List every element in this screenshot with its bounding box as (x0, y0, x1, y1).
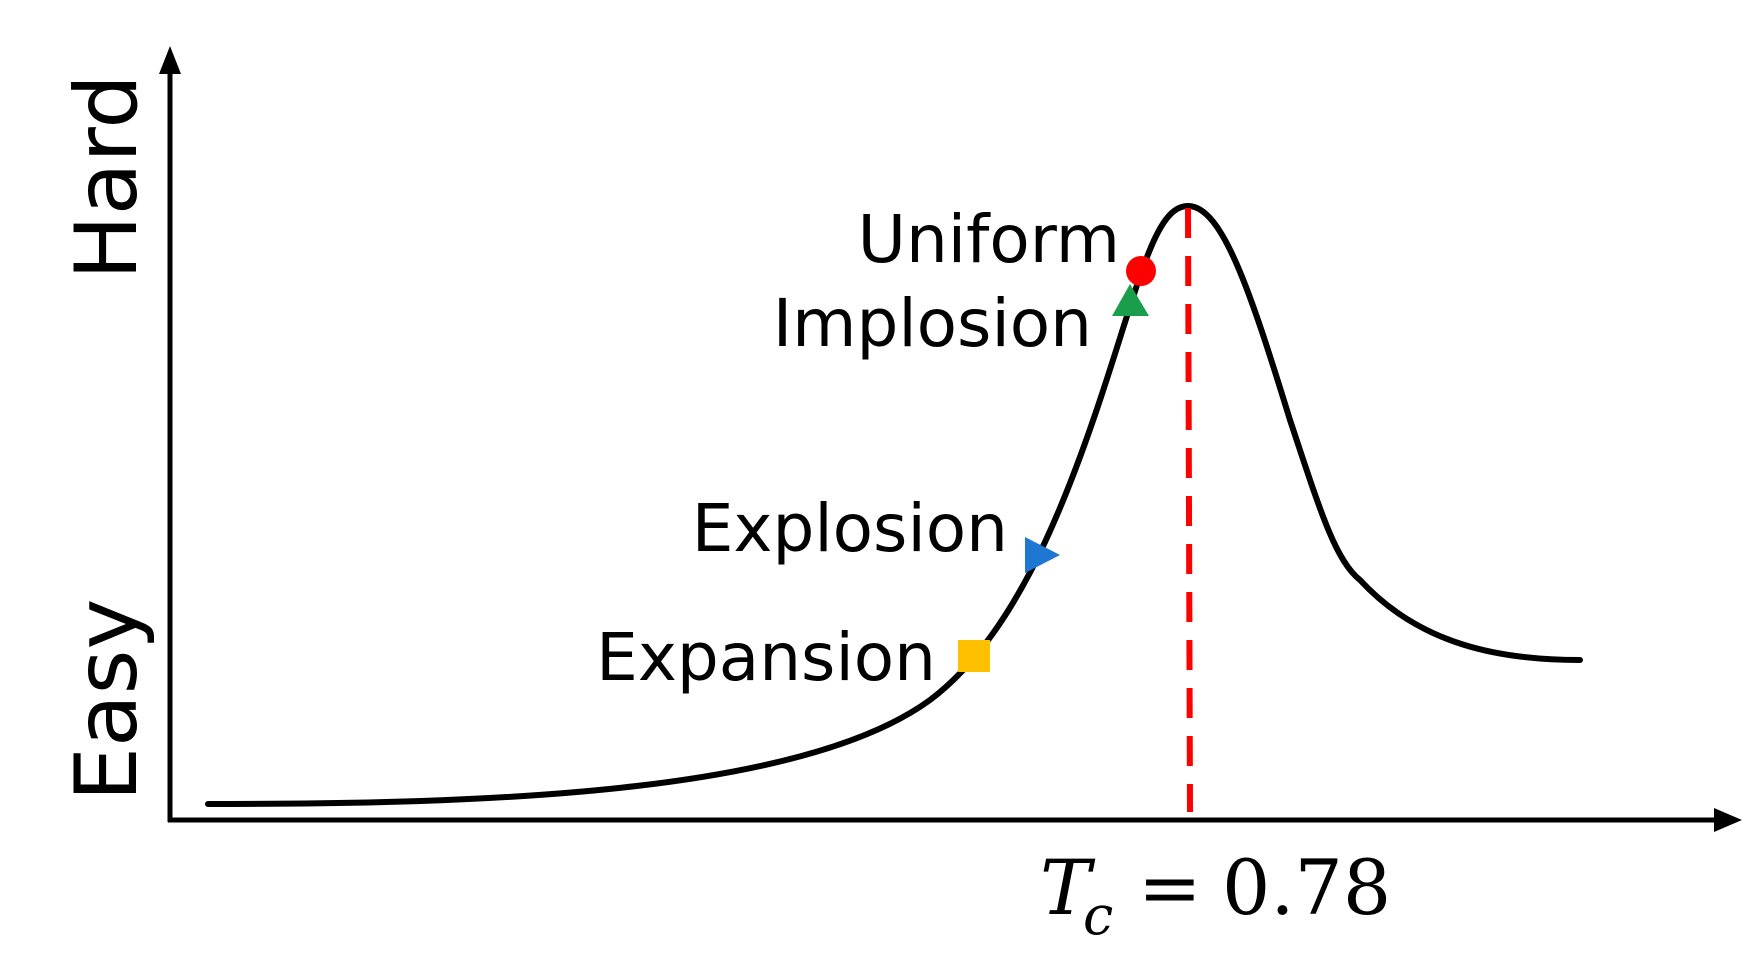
x-axis-arrow-icon (1714, 808, 1742, 832)
tc-symbol: T (1040, 843, 1096, 932)
explosion-marker-icon (1025, 537, 1060, 573)
tc-equals: = (1138, 843, 1202, 932)
uniform-label: Uniform (858, 201, 1120, 278)
difficulty-curve (205, 203, 1583, 807)
expansion-label: Expansion (596, 619, 936, 696)
uniform-marker-icon (1126, 256, 1156, 286)
critical-temperature-annotation: T c = 0.78 (1040, 843, 1391, 947)
implosion-marker-icon (1112, 284, 1149, 316)
critical-temperature-line (1185, 207, 1193, 813)
implosion-label: Implosion (773, 285, 1092, 362)
tc-subscript: c (1083, 884, 1113, 947)
tc-value: 0.78 (1222, 843, 1391, 932)
y-axis-easy-label: Easy (57, 599, 157, 802)
y-axis-arrow-icon (159, 46, 181, 74)
expansion-marker-icon (958, 640, 990, 672)
y-axis-hard-label: Hard (57, 74, 157, 280)
explosion-label: Explosion (692, 490, 1008, 567)
